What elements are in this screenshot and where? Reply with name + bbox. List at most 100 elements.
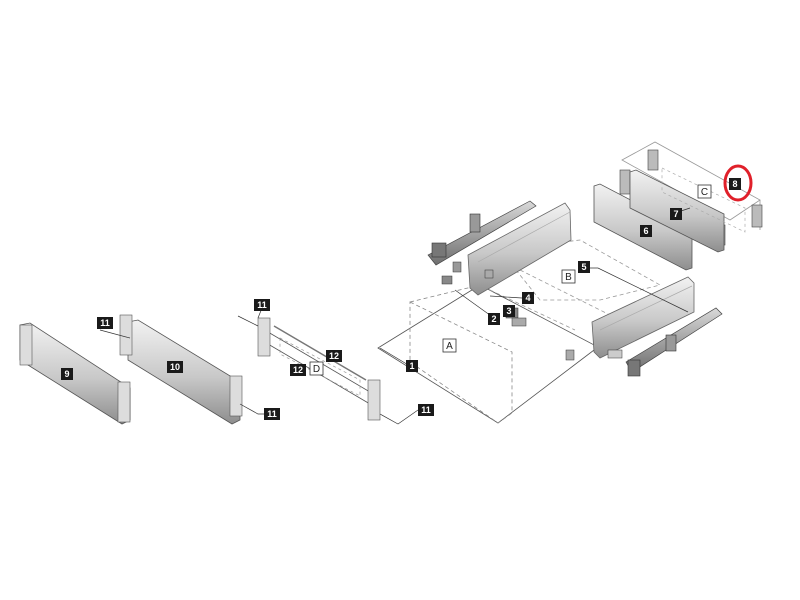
callout-box: [290, 364, 306, 376]
leader-11a: [99, 329, 131, 339]
callout-box: [522, 292, 534, 304]
panel-9-group: [19, 322, 131, 425]
left-clip-4: [484, 269, 494, 279]
zone-label: C: [701, 187, 708, 198]
callout-11-d: 11: [418, 404, 434, 416]
zone-a: A: [442, 338, 457, 353]
callout-box: [326, 350, 342, 362]
callout-box: [97, 317, 113, 329]
callout-box: [488, 313, 500, 325]
callout-box: [406, 360, 418, 372]
zone-labels: A B C D: [309, 184, 712, 376]
left-runner-clip: [469, 213, 481, 233]
callout-2: 2: [488, 313, 500, 325]
right-runner-clip: [665, 334, 677, 352]
panel-9-end-right: [117, 381, 131, 423]
callout-label: 11: [267, 409, 277, 419]
zone-b: B: [561, 269, 576, 284]
left-clip-3: [452, 261, 462, 273]
zone-box: [442, 338, 457, 353]
left-side-panel: [467, 202, 572, 296]
drawer-front-outline: [409, 301, 513, 424]
callout-label: 2: [491, 314, 496, 324]
back-bracket-top: [647, 149, 659, 171]
callout-11-a: 11: [97, 317, 113, 329]
leader-4: [489, 295, 523, 299]
right-clip-2: [607, 349, 623, 359]
callout-8: 8: [729, 178, 741, 190]
zone-box: [697, 184, 712, 199]
panel-9: [19, 322, 131, 425]
callout-label: 11: [100, 318, 110, 328]
back-bracket-left: [619, 169, 631, 195]
callout-3: 3: [503, 305, 515, 317]
back-frame-b: [499, 239, 662, 301]
callout-label: 11: [257, 300, 267, 310]
leader-11c: [237, 315, 259, 327]
left-clip-2: [441, 275, 453, 285]
callout-6: 6: [640, 225, 652, 237]
frame-d-post-left: [257, 317, 271, 357]
panel-10-group: [99, 314, 264, 425]
callout-4: 4: [522, 292, 534, 304]
frame-d-rod: [273, 325, 367, 381]
callout-11-b: 11: [264, 408, 280, 420]
drawer-assembly: [377, 141, 763, 424]
part-3-clip-b: [511, 317, 527, 327]
back-guide-2: [519, 269, 611, 316]
leader-11d: [379, 409, 419, 425]
zone-label: D: [313, 364, 320, 375]
callout-label: 9: [64, 369, 69, 379]
callout-label: 7: [673, 209, 678, 219]
callout-12-b: 12: [290, 364, 306, 376]
callout-box: [640, 225, 652, 237]
callout-box: [167, 361, 183, 373]
zone-box: [309, 361, 324, 376]
callout-9: 9: [61, 368, 73, 380]
zone-d: D: [309, 361, 324, 376]
callout-label: 3: [506, 306, 511, 316]
frame-d-inner: [279, 337, 361, 397]
callout-box: [670, 208, 682, 220]
callout-1: 1: [406, 360, 418, 372]
panel-9-end-left: [19, 324, 33, 366]
callout-label: 5: [581, 262, 586, 272]
frame-d-group: [237, 307, 419, 425]
callout-label: 4: [525, 293, 530, 303]
leader-1: [379, 347, 411, 367]
callout-label: 8: [732, 179, 737, 189]
callouts: 1 2 3 4 5 6 7 8: [61, 178, 741, 420]
zone-c: C: [697, 184, 712, 199]
callout-label: 10: [170, 362, 180, 372]
bottom-panel-a: [377, 284, 599, 424]
callout-box: [578, 261, 590, 273]
callout-label: 12: [329, 351, 339, 361]
callout-label: 1: [409, 361, 414, 371]
callout-box: [61, 368, 73, 380]
panel-10-end-left: [119, 314, 133, 356]
zone-box: [561, 269, 576, 284]
callout-12-a: 12: [326, 350, 342, 362]
callout-10: 10: [167, 361, 183, 373]
callout-label: 12: [293, 365, 303, 375]
leader-11b: [239, 403, 264, 415]
callout-7: 7: [670, 208, 682, 220]
back-bracket-right: [751, 204, 763, 228]
left-panel-edge: [477, 211, 571, 263]
callout-box: [418, 404, 434, 416]
callout-box: [729, 178, 741, 190]
callout-11-c: 11: [254, 299, 270, 311]
zone-label: A: [446, 341, 453, 352]
callout-label: 6: [643, 226, 648, 236]
highlight-ring: [723, 164, 753, 202]
right-panel-edge: [599, 285, 693, 331]
callout-box: [503, 305, 515, 317]
panel-c-outline: [661, 167, 746, 233]
frame-d-post-right: [367, 379, 381, 421]
leader-2: [454, 289, 495, 319]
zone-label: B: [565, 272, 572, 283]
callout-box: [254, 299, 270, 311]
callout-5: 5: [578, 261, 590, 273]
panel-10-end-right: [229, 375, 243, 417]
left-runner: [427, 200, 537, 266]
